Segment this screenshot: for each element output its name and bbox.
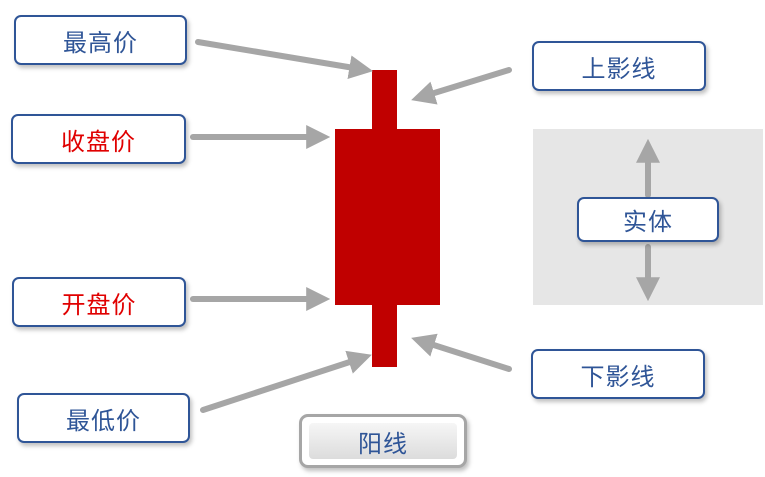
- candle-type-inner: 阳线: [309, 423, 457, 459]
- arrow-upper-shadow: [411, 67, 512, 105]
- close-price-label: 收盘价: [11, 114, 186, 164]
- candle-type-label: 阳线: [299, 414, 467, 468]
- highest-price-label: 最高价: [14, 15, 187, 65]
- close-price-text: 收盘价: [61, 127, 136, 156]
- lowest-price-text: 最低价: [66, 406, 141, 435]
- candle-type-text: 阳线: [358, 429, 408, 458]
- arrow-highest-price: [195, 39, 374, 80]
- candlestick-body: [335, 129, 440, 305]
- arrow-lowest-price: [200, 350, 372, 413]
- real-body-label: 实体: [577, 197, 719, 242]
- open-price-label: 开盘价: [12, 277, 186, 327]
- real-body-text: 实体: [623, 208, 673, 236]
- lower-shadow-text: 下影线: [580, 362, 656, 391]
- lowest-price-label: 最低价: [17, 393, 190, 443]
- highest-price-text: 最高价: [63, 28, 138, 57]
- upper-shadow-text: 上影线: [581, 54, 657, 83]
- arrow-lower-shadow: [411, 333, 512, 372]
- open-price-text: 开盘价: [61, 290, 137, 319]
- upper-shadow-label: 上影线: [532, 41, 706, 91]
- lower-shadow-label: 下影线: [531, 349, 705, 399]
